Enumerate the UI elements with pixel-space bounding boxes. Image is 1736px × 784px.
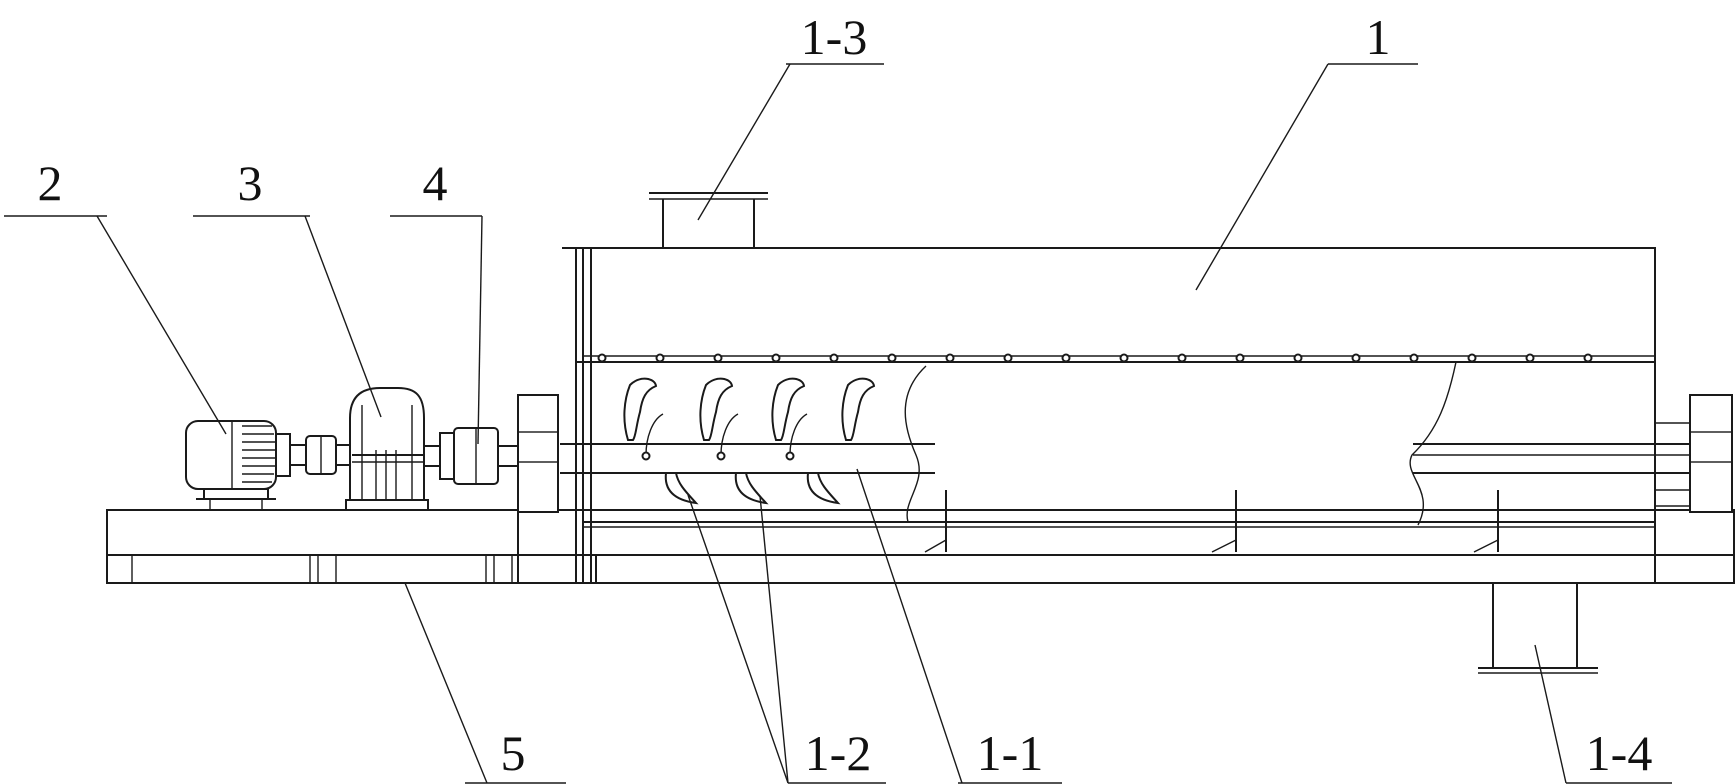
label-coupling: 4 — [423, 155, 448, 211]
flange-bolt — [1061, 353, 1071, 363]
reducer — [345, 387, 429, 511]
flange-bolt — [1177, 353, 1187, 363]
cutaway-lines — [904, 361, 1457, 526]
flange-bolt — [1525, 353, 1535, 363]
flange-bolt — [655, 353, 665, 363]
flange-bolt — [1467, 353, 1477, 363]
outlet-nozzle — [1478, 583, 1598, 674]
base-frame — [106, 509, 1735, 584]
motor — [185, 420, 291, 510]
flange-bolt — [945, 353, 955, 363]
flange-bolt — [829, 353, 839, 363]
flange-bolt — [771, 353, 781, 363]
flange-bolt — [597, 353, 607, 363]
coupling — [423, 427, 519, 485]
mixing-shaft — [560, 443, 1690, 474]
label-motor: 2 — [38, 155, 63, 211]
label-shell: 1 — [1366, 9, 1391, 65]
inlet-nozzle — [649, 192, 768, 248]
flange-bolt — [887, 353, 897, 363]
label-base: 5 — [501, 725, 526, 781]
flange-bolt — [1409, 353, 1419, 363]
mixing-blades — [623, 377, 876, 505]
label-blades: 1-2 — [805, 725, 872, 781]
flange-bolt — [1293, 353, 1303, 363]
flange-bolt — [713, 353, 723, 363]
trough-shell — [562, 247, 1656, 584]
bearing-block-right — [1655, 394, 1733, 513]
callout-labels: 2 3 4 1-3 1 5 1-2 1-1 1-4 — [38, 9, 1653, 781]
flange-bolt — [1583, 353, 1593, 363]
label-shaft: 1-1 — [977, 725, 1044, 781]
label-outlet: 1-4 — [1586, 725, 1653, 781]
label-reducer: 3 — [238, 155, 263, 211]
flange-bolt — [1003, 353, 1013, 363]
label-inlet: 1-3 — [801, 9, 868, 65]
leader-lines — [4, 63, 1672, 784]
flange-bolt — [1119, 353, 1129, 363]
motor-coupling — [289, 435, 351, 475]
flange-bolt — [1235, 353, 1245, 363]
trough-baffles — [924, 490, 1499, 553]
flange-bolts — [597, 353, 1593, 363]
flange-bolt — [1351, 353, 1361, 363]
bearing-block-left — [517, 394, 559, 513]
